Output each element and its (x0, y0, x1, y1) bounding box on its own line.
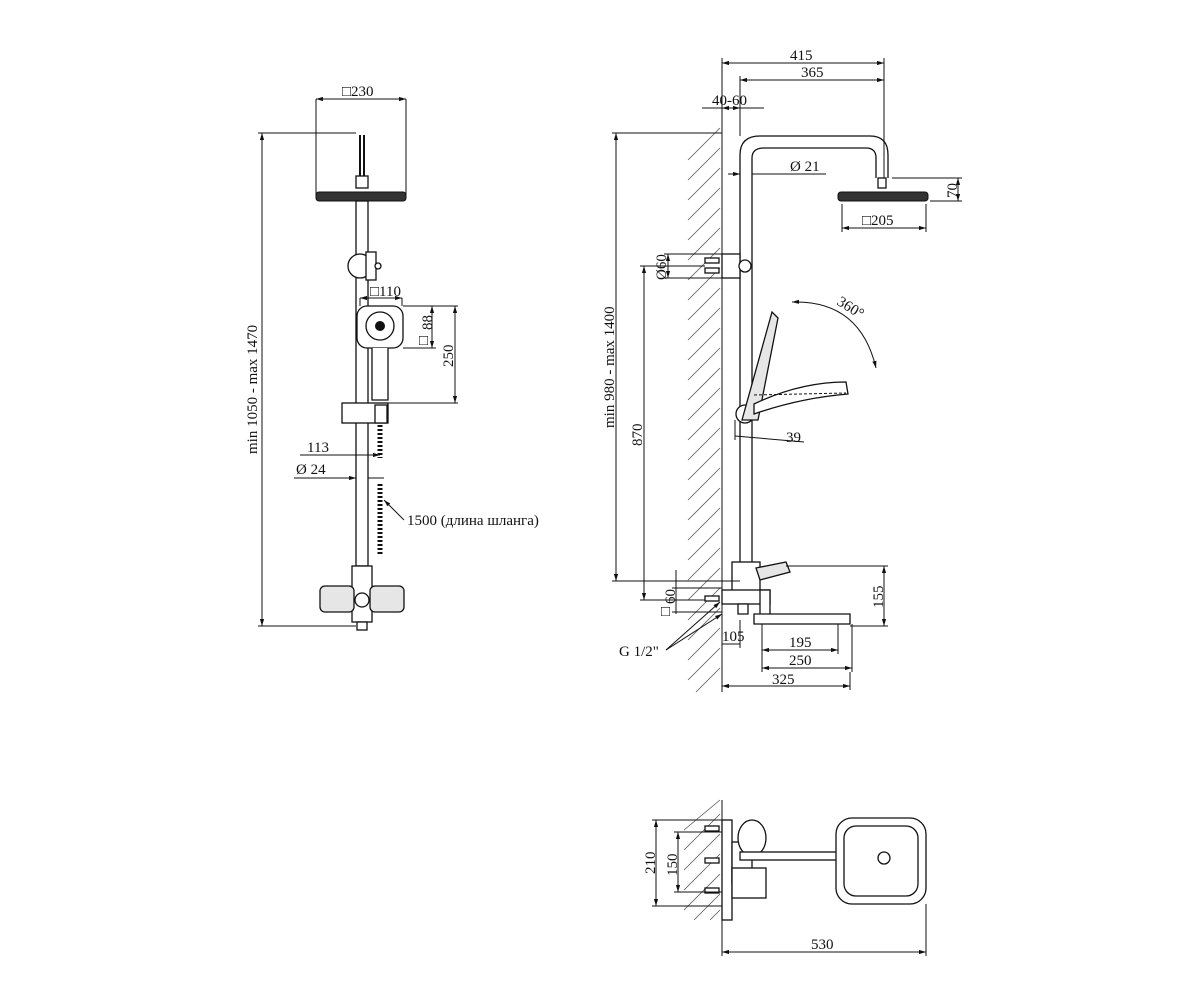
front-hand-box: □ (419, 333, 428, 349)
side-head-height: 70 (945, 183, 961, 198)
front-rain-head (315, 191, 407, 202)
top-view: 210 150 530 (643, 799, 927, 956)
side-total-reach: 415 (790, 48, 813, 64)
side-connection: G 1/2" (619, 644, 659, 660)
side-bracket-size: Ø60 (654, 254, 670, 280)
side-hand-shower (741, 310, 779, 421)
side-rain-head (837, 191, 929, 202)
side-view: 360° 39 415 365 40-60 Ø 21 70 (602, 48, 962, 693)
top-width-b: 150 (665, 854, 681, 877)
side-dim-325: 325 (772, 672, 795, 688)
side-rotation: 360° (834, 294, 867, 323)
front-hand-dim-b: 250 (441, 345, 457, 368)
front-hand-shower-size: □110 (370, 284, 401, 300)
front-pipe-diameter: Ø 24 (296, 462, 326, 478)
side-spout-height: 155 (871, 586, 887, 609)
front-offset: 113 (307, 440, 329, 456)
side-head-reach: 365 (801, 65, 824, 81)
side-height-range: min 980 - max 1400 (602, 306, 618, 428)
front-hand-dim-a: 88 (420, 315, 436, 330)
front-view: □230 min 1050 - max 1470 (245, 84, 539, 631)
front-hose-length: 1500 (длина шланга) (407, 513, 539, 529)
side-dim-105: 105 (722, 629, 745, 645)
front-head-size: □230 (342, 84, 374, 100)
side-dim-195: 195 (789, 635, 812, 651)
front-height-range: min 1050 - max 1470 (245, 325, 261, 454)
side-mixer-height: 870 (630, 424, 646, 447)
side-head-size: □205 (862, 213, 894, 229)
top-width-a: 210 (643, 852, 659, 875)
side-mixer-box: 60 (663, 589, 679, 604)
side-wall-offset: 40-60 (712, 93, 747, 109)
top-depth: 530 (811, 937, 834, 953)
side-pipe-diameter: Ø 21 (790, 159, 820, 175)
side-mixer-box-symbol: □ (661, 604, 670, 620)
side-dim-250: 250 (789, 653, 812, 669)
side-holder-dim: 39 (786, 430, 801, 446)
